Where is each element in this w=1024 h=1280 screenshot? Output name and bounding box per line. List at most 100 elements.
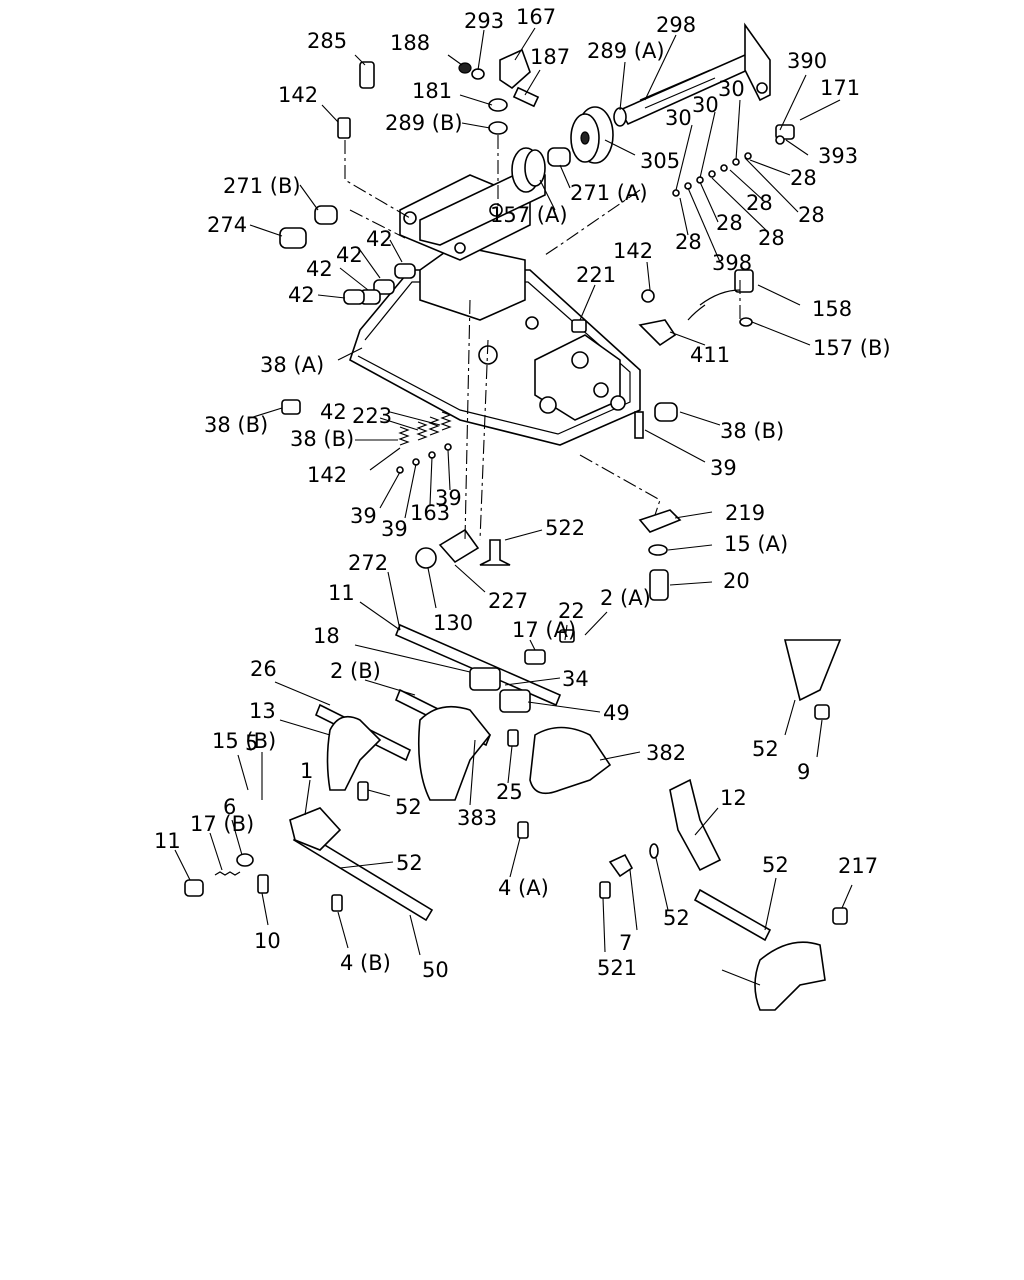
callout-label: 223 — [352, 404, 392, 428]
callout-label: 12 — [720, 786, 747, 810]
callout-label: 52 — [396, 851, 423, 875]
callout-label: 38 (B) — [290, 427, 354, 451]
callout-label: 52 — [663, 906, 690, 930]
drawing — [174, 22, 853, 1011]
callout-label: 9 — [797, 760, 810, 784]
shaft-298 — [618, 22, 771, 126]
callout-label: 5 — [245, 731, 258, 755]
callout-label: 522 — [545, 516, 585, 540]
callout-label: 50 — [422, 958, 449, 982]
callout-label: 521 — [597, 956, 637, 980]
callout-label: 22 — [558, 599, 585, 623]
callout-label: 157 (B) — [813, 336, 891, 360]
callout-label: 13 — [249, 699, 276, 723]
callout-label: 187 — [530, 45, 570, 69]
callout-label: 398 — [712, 251, 752, 275]
callout-label: 167 — [516, 5, 556, 29]
callout-label: 11 — [154, 829, 181, 853]
callout-label: 49 — [603, 701, 630, 725]
callout-label: 1 — [300, 759, 313, 783]
callout-label: 298 — [656, 13, 696, 37]
callout-label: 289 (B) — [385, 111, 463, 135]
callout-label: 15 (A) — [724, 532, 788, 556]
callout-label: 11 — [328, 581, 355, 605]
callout-label: 17 (B) — [190, 812, 254, 836]
callout-label: 30 — [692, 93, 719, 117]
callout-label: 42 — [288, 283, 315, 307]
callout-label: 52 — [395, 795, 422, 819]
callout-label: 305 — [640, 149, 680, 173]
callout-label: 219 — [725, 501, 765, 525]
callout-label: 130 — [433, 611, 473, 635]
callout-label: 52 — [762, 853, 789, 877]
shift-forks — [326, 639, 842, 1011]
callout-label: 188 — [390, 31, 430, 55]
leader-lines — [174, 27, 853, 986]
callout-label: 4 (A) — [498, 876, 549, 900]
callout-label: 227 — [488, 589, 528, 613]
callout-label: 2 (B) — [330, 659, 381, 683]
callout-label: 28 — [746, 191, 773, 215]
callout-label: 15 (B) — [212, 729, 276, 753]
callout-label: 221 — [576, 263, 616, 287]
callout-label: 28 — [790, 166, 817, 190]
callout-label: 289 (A) — [587, 39, 665, 63]
bracket-522 — [638, 509, 682, 601]
callout-label: 158 — [812, 297, 852, 321]
callout-label: 28 — [758, 226, 785, 250]
callout-label: 39 — [381, 517, 408, 541]
callout-labels: 285 142 188 293 167 187 298 289 (A) 390 … — [154, 5, 891, 982]
callout-label: 28 — [798, 203, 825, 227]
callout-label: 52 — [752, 737, 779, 761]
callout-label: 271 (A) — [570, 181, 648, 205]
callout-label: 171 — [820, 76, 860, 100]
pulley-305 — [570, 106, 614, 164]
callout-label: 293 — [464, 9, 504, 33]
callout-label: 26 — [250, 657, 277, 681]
callout-label: 42 — [306, 257, 333, 281]
callout-label: 30 — [718, 77, 745, 101]
callout-label: 25 — [496, 780, 523, 804]
callout-label: 17 (A) — [512, 618, 576, 642]
callout-label: 411 — [690, 343, 730, 367]
callout-label: 42 — [320, 400, 347, 424]
callout-label: 382 — [646, 741, 686, 765]
callout-label: 38 (A) — [260, 353, 324, 377]
callout-label: 38 (B) — [720, 419, 784, 443]
callout-label: 39 — [435, 486, 462, 510]
callout-label: 181 — [412, 79, 452, 103]
callout-label: 7 — [619, 931, 632, 955]
callout-label: 271 (B) — [223, 174, 301, 198]
small-parts — [279, 48, 795, 439]
callout-label: 4 (B) — [340, 951, 391, 975]
callout-label: 28 — [716, 211, 743, 235]
callout-label: 390 — [787, 49, 827, 73]
callout-label: 28 — [675, 230, 702, 254]
interlock-block — [184, 729, 848, 925]
callout-label: 39 — [350, 504, 377, 528]
shift-lever — [415, 528, 511, 569]
callout-label: 42 — [366, 227, 393, 251]
callout-label: 42 — [336, 243, 363, 267]
alignment-lines — [344, 135, 741, 541]
callout-label: 393 — [818, 144, 858, 168]
callout-label: 34 — [562, 667, 589, 691]
callout-label: 157 (A) — [490, 203, 568, 227]
callout-label: 38 (B) — [204, 413, 268, 437]
callout-label: 142 — [613, 239, 653, 263]
callout-label: 39 — [710, 456, 737, 480]
callout-label: 18 — [313, 624, 340, 648]
callout-label: 2 (A) — [600, 586, 651, 610]
callout-label: 274 — [207, 213, 247, 237]
callout-label: 30 — [665, 106, 692, 130]
callout-label: 142 — [278, 83, 318, 107]
callout-label: 163 — [410, 501, 450, 525]
callout-label: 6 — [223, 795, 236, 819]
callout-label: 10 — [254, 929, 281, 953]
callout-label: 272 — [348, 551, 388, 575]
callout-label: 142 — [307, 463, 347, 487]
callout-label: 20 — [723, 569, 750, 593]
callout-label: 285 — [307, 29, 347, 53]
callout-label: 217 — [838, 854, 878, 878]
